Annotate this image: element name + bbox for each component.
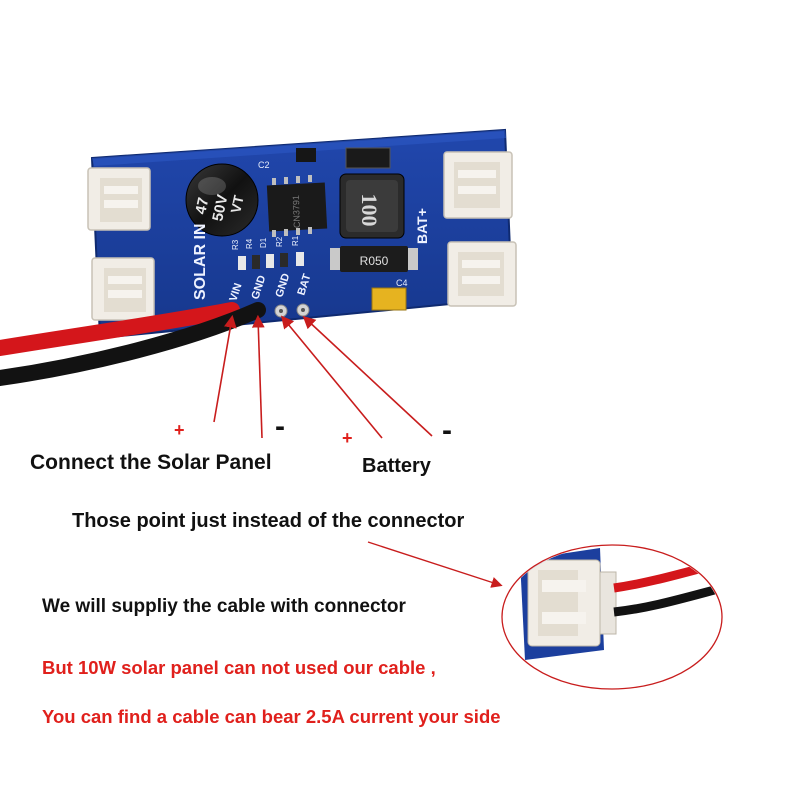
c2-label: C2 (258, 160, 270, 170)
c4-label: C4 (396, 278, 408, 288)
warning-line-1: But 10W solar panel can not used our cab… (42, 657, 436, 678)
smd-transistor (296, 148, 316, 162)
solar-minus-sign: - (275, 410, 285, 443)
charger-ic: CN3791 (266, 175, 328, 237)
cable-note: We will suppliy the cable with connector (42, 596, 406, 617)
solar-wires (0, 302, 266, 386)
battery-connector-bottom (447, 241, 517, 307)
capacitor-value-label: 47 (192, 196, 212, 216)
svg-text:R4: R4 (245, 238, 254, 249)
sense-resistor: R050 (330, 246, 418, 272)
solar-plus-sign: + (174, 420, 185, 440)
connector-inset (501, 544, 723, 690)
capacitor-series-label: VT (227, 193, 246, 214)
connector-arrow (367, 541, 503, 588)
solar-connector-bottom (91, 257, 155, 321)
smd-component-row (238, 252, 304, 270)
solar-in-silkscreen: SOLAR IN (192, 224, 209, 300)
pad-vin-label: VIN (227, 282, 244, 303)
svg-text:D1: D1 (259, 237, 268, 248)
points-note: Those point just instead of the connecto… (72, 510, 465, 532)
resistor-marking: R050 (360, 254, 389, 268)
battery-plus-sign: + (342, 428, 353, 448)
battery-label: Battery (362, 455, 431, 477)
capacitor-voltage-label: 50V (209, 193, 231, 223)
warning-line-2: You can find a cable can bear 2.5A curre… (42, 706, 501, 727)
pad-arrows (213, 314, 433, 439)
solar-connector-top (87, 167, 151, 231)
battery-connector-top (443, 151, 513, 219)
solar-panel-label: Connect the Solar Panel (30, 451, 272, 474)
svg-text:R1: R1 (291, 235, 300, 246)
bat-silkscreen: BAT+ (414, 208, 430, 244)
svg-text:R2: R2 (275, 236, 284, 247)
svg-text:R3: R3 (231, 239, 240, 250)
electrolytic-capacitor: 47 50V VT (185, 163, 259, 237)
power-inductor: 100 (339, 173, 405, 239)
tantalum-capacitor (371, 287, 407, 311)
battery-minus-sign: - (442, 414, 452, 447)
ic-marking: CN3791 (291, 195, 302, 228)
smd-diode (345, 147, 391, 169)
inductor-marking: 100 (357, 194, 382, 227)
smd-labels: R3 R4 D1 R2 R1 (231, 235, 300, 250)
